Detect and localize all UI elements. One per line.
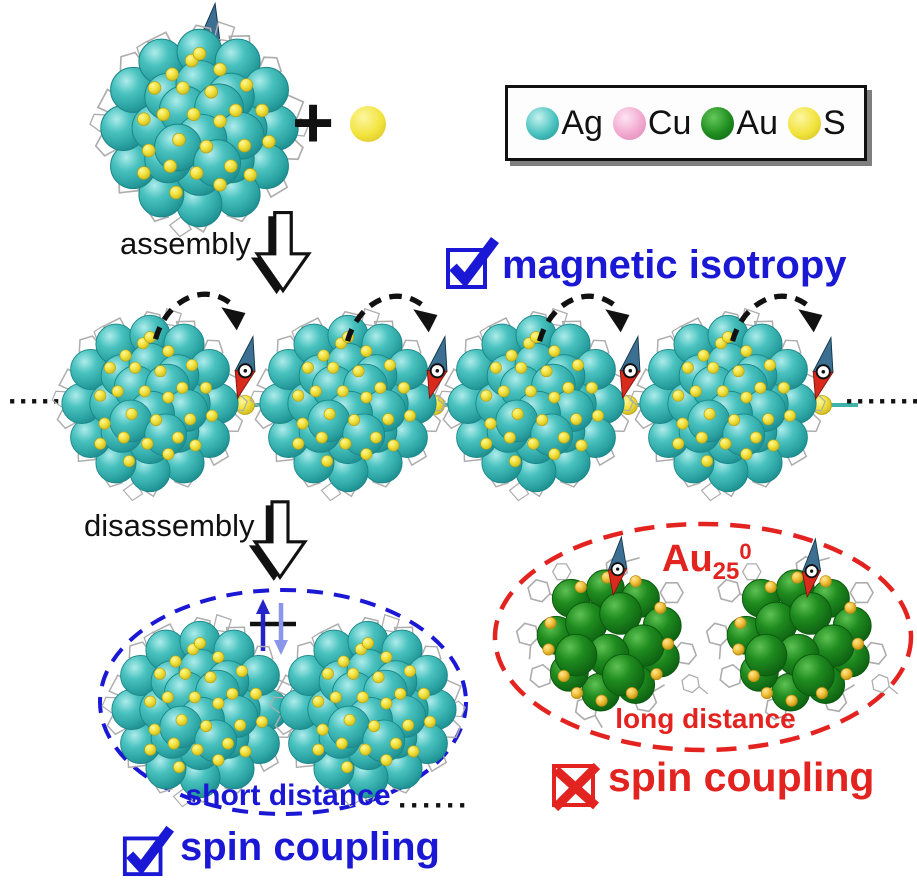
- legend-label: S: [822, 103, 846, 142]
- hop-arc-icon: [150, 284, 250, 342]
- blue-dashed-ellipse: [98, 588, 468, 816]
- long-distance-label: long distance: [615, 703, 796, 734]
- compass-icon: [605, 535, 630, 597]
- pair-ellipsis: ······: [398, 789, 470, 822]
- hop-arc-icon: [342, 286, 442, 344]
- legend-item-cu: Cu: [612, 103, 692, 143]
- ag-sphere-icon: [526, 106, 560, 140]
- sulfur-sphere: [350, 106, 386, 142]
- red-dashed-ellipse: [492, 521, 914, 753]
- au25-element: Au: [662, 538, 713, 580]
- cu-sphere-icon: [612, 106, 646, 140]
- ag-nanocluster: [272, 622, 464, 797]
- au25-subscript: 25: [712, 558, 740, 585]
- au25-label: Au250: [662, 538, 752, 586]
- spin-coupling-label-short: spin coupling: [180, 825, 440, 869]
- plus-sign: +: [291, 83, 335, 163]
- ag-nanocluster: [92, 30, 307, 226]
- legend-label: Ag: [561, 103, 603, 142]
- ag-nanocluster: [104, 622, 296, 797]
- legend-label: Au: [736, 103, 778, 142]
- hop-arc-icon: [534, 286, 634, 344]
- legend-label: Cu: [647, 103, 692, 142]
- ag-nanocluster: [54, 316, 246, 491]
- au-sphere-icon: [701, 106, 735, 140]
- short-distance-label: short distance: [185, 779, 391, 812]
- spin-coupling-label-long: spin coupling: [608, 754, 875, 800]
- au25-superscript: 0: [739, 539, 752, 564]
- compass-icon: [799, 537, 824, 599]
- magnetic-isotropy-label: magnetic isotropy: [502, 243, 847, 287]
- checkbox-checked-icon: [446, 237, 499, 289]
- checkbox-cross-icon: [551, 762, 601, 812]
- chain-ellipsis-right: ·······: [845, 385, 917, 418]
- s-sphere-icon: [787, 106, 821, 140]
- spin-pair-icon: [250, 599, 296, 655]
- legend-item-au: Au: [701, 104, 778, 143]
- legend-item-s: S: [787, 103, 846, 143]
- assembly-arrow-icon: [249, 210, 311, 296]
- disassembly-arrow-icon: [247, 500, 307, 583]
- disassembly-label: disassembly: [84, 508, 255, 543]
- assembly-label: assembly: [120, 226, 251, 261]
- hop-arc-icon: [727, 286, 827, 344]
- legend: Ag Cu Au S: [505, 85, 867, 161]
- legend-item-ag: Ag: [526, 104, 603, 143]
- checkbox-checked-icon: [122, 825, 175, 877]
